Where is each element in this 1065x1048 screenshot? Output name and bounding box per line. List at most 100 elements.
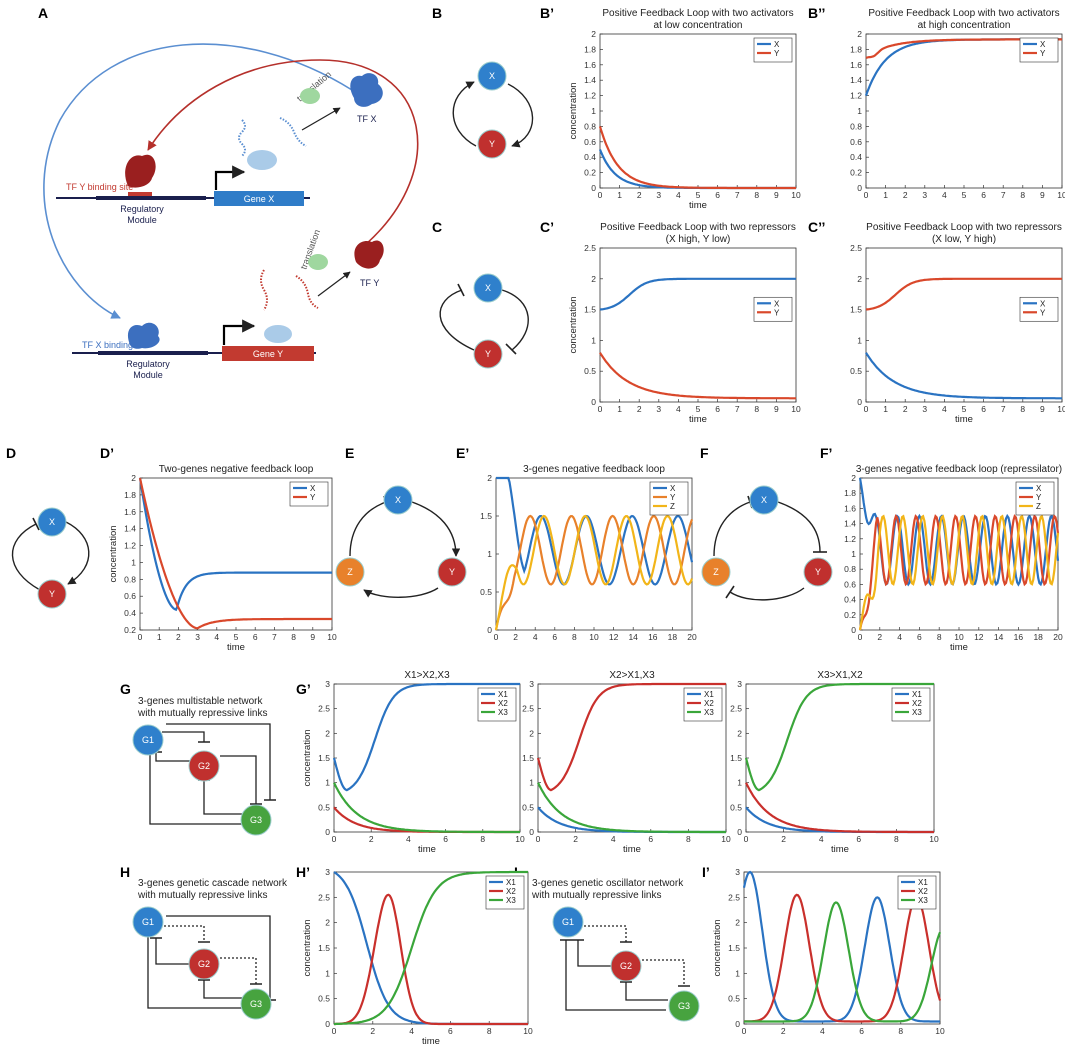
node-x	[37, 507, 67, 537]
node-x-label: X	[49, 517, 55, 527]
x-tick-label: 10	[523, 1026, 533, 1036]
y-tick-label: 1	[325, 778, 330, 788]
y-tick-label: 1.8	[850, 44, 862, 54]
legend-label: X2	[704, 699, 714, 708]
y-tick-label: 1	[857, 335, 862, 345]
x-tick-label: 4	[611, 834, 616, 844]
legend-box	[1019, 37, 1059, 63]
x-tick-label: 2	[781, 1026, 786, 1036]
y-tick-label: 1	[851, 549, 856, 559]
edge-g2-g1	[155, 752, 190, 762]
y-tick-label: 1.5	[318, 753, 330, 763]
x-tick-label: 0	[742, 1026, 747, 1036]
y-tick-label: 1.4	[584, 75, 596, 85]
x-tick-label: 6	[648, 834, 653, 844]
y-tick-label: 0	[487, 625, 492, 635]
x-tick-label: 2	[903, 190, 908, 200]
y-tick-label: 0.5	[850, 366, 862, 376]
chart-B1: Positive Feedback Loop with two activato…	[568, 8, 801, 211]
y-tick-label: 2	[529, 728, 534, 738]
y-tick-label: 2	[325, 918, 330, 928]
panel-letter-C2: C’’	[808, 219, 825, 235]
y-tick-label: 0.2	[850, 168, 862, 178]
edge-g3-g1	[149, 752, 244, 825]
y-tick-label: 2	[591, 29, 596, 39]
x-tick-label: 4	[819, 834, 824, 844]
x-tick-label: 0	[744, 834, 749, 844]
legend-label: X1	[912, 690, 922, 699]
y-tick-label: 0	[591, 183, 596, 193]
y-tick-label: 0	[591, 397, 596, 407]
y-tick-label: 1.2	[584, 91, 596, 101]
node-g1	[552, 906, 584, 938]
panel-letter-B1: B’	[540, 5, 554, 21]
x-tick-label: 7	[735, 190, 740, 200]
x-axis-label: time	[955, 414, 973, 425]
x-tick-label: 3	[922, 404, 927, 414]
node-g1	[132, 724, 164, 756]
legend: XY	[753, 37, 793, 63]
y-tick-label: 2	[737, 728, 742, 738]
series-line-x2	[334, 893, 528, 1026]
y-tick-label: 0.6	[850, 137, 862, 147]
legend-label: X3	[918, 896, 928, 905]
x-tick-label: 4	[533, 632, 538, 642]
y-tick-label: 0.8	[844, 564, 856, 574]
network-e: X Y Z	[335, 485, 467, 598]
y-tick-label: 1.8	[844, 488, 856, 498]
panel-letter-B2: B’’	[808, 5, 825, 21]
chart-title: Two-genes negative feedback loop	[159, 464, 314, 475]
x-tick-label: 4	[676, 190, 681, 200]
node-y	[803, 557, 833, 587]
network-f: X Y Z	[701, 485, 833, 601]
x-tick-label: 14	[628, 632, 638, 642]
y-tick-label: 1	[529, 778, 534, 788]
node-g3-label: G3	[250, 999, 262, 1009]
network-h: 3-genes genetic cascade network with mut…	[132, 878, 288, 1020]
legend: XY	[1019, 37, 1059, 63]
x-tick-label: 6	[856, 834, 861, 844]
node-y	[473, 339, 503, 369]
y-tick-label: 3	[325, 867, 330, 877]
legend-label: X1	[506, 878, 516, 887]
legend-label: X3	[498, 708, 508, 717]
network-g-title-line2: with mutually repressive links	[137, 708, 268, 719]
series-line-y	[598, 126, 796, 190]
panel-letter-A: A	[38, 5, 48, 21]
y-axis-label: concentration	[568, 296, 579, 353]
series-line-x1	[742, 870, 940, 1023]
series-line-y	[599, 352, 796, 400]
y-tick-label: 3	[737, 679, 742, 689]
legend-label: Y	[774, 308, 780, 317]
node-g2	[188, 948, 220, 980]
series-line-x	[496, 476, 694, 586]
x-tick-label: 4	[897, 632, 902, 642]
ribosome-translating-y	[308, 254, 328, 270]
x-tick-label: 4	[406, 834, 411, 844]
x-tick-label: 9	[774, 404, 779, 414]
x-tick-label: 0	[332, 1026, 337, 1036]
x-tick-label: 18	[1033, 632, 1043, 642]
y-tick-label: 2	[857, 274, 862, 284]
x-tick-label: 10	[929, 834, 939, 844]
node-y	[37, 579, 67, 609]
node-y-label: Y	[485, 349, 491, 359]
x-tick-label: 2	[370, 1026, 375, 1036]
x-tick-label: 4	[942, 404, 947, 414]
x-tick-label: 7	[1001, 404, 1006, 414]
edge-g3-g2	[625, 982, 668, 1001]
node-g2-label: G2	[198, 959, 210, 969]
ribosome-y	[264, 325, 292, 343]
regulatory-module-x	[96, 196, 206, 200]
node-z	[701, 557, 731, 587]
network-d: X Y	[11, 507, 90, 609]
y-tick-label: 0.6	[584, 137, 596, 147]
x-tick-label: 6	[443, 834, 448, 844]
panel-letter-G1: G’	[296, 681, 311, 697]
network-h-title-line1: 3-genes genetic cascade network	[138, 878, 288, 889]
y-tick-label: 0.2	[584, 168, 596, 178]
network-g-title-line1: 3-genes multistable network	[138, 696, 264, 707]
legend-label: Y	[774, 49, 780, 58]
y-tick-label: 0.5	[730, 802, 742, 812]
